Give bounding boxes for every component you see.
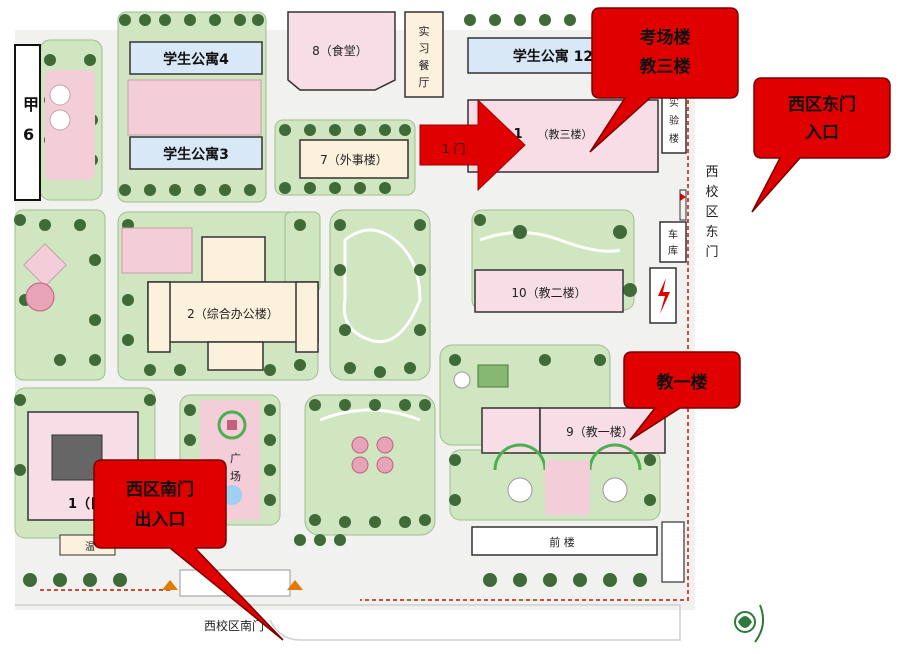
- building-lab[interactable]: 实 验 楼: [661, 87, 687, 154]
- building-dorm3[interactable]: 学生公寓3: [129, 136, 263, 170]
- east-gate-label: 西 校 区 东 门: [705, 165, 718, 260]
- building-jiao2[interactable]: 10（教二楼）: [474, 269, 624, 313]
- lab-b: 验: [669, 114, 679, 127]
- building-practice-restaurant[interactable]: 实 习 餐 厅: [404, 11, 444, 98]
- garage-b: 库: [668, 244, 678, 257]
- practice-a: 实: [419, 24, 430, 38]
- power-station[interactable]: [649, 267, 677, 324]
- building-canteen[interactable]: 8（食堂）: [287, 11, 396, 91]
- building-jia6-label-a: 甲: [23, 95, 39, 114]
- building-jiao3-num: 1: [513, 127, 522, 142]
- east-gate-char-4: 门: [705, 245, 718, 260]
- building-admin-label: 2（综合办公楼）: [187, 306, 279, 321]
- building-jia6-label-b: 6: [23, 125, 34, 144]
- parking-lot: [127, 79, 262, 136]
- callout-east-line2: 入口: [805, 123, 839, 143]
- east-gate-marker-icon: [680, 193, 686, 201]
- building-qian[interactable]: 前 楼: [471, 526, 658, 556]
- building-jiao2-label: 10（教二楼）: [511, 285, 586, 300]
- emblem-icon: [734, 604, 765, 643]
- callout-south-gate: 西区南门 出入口: [93, 459, 284, 641]
- arrow-label: 1 门: [442, 141, 465, 156]
- south-road: [15, 604, 681, 641]
- practice-b: 习: [419, 42, 430, 55]
- building-wen-label: 温: [85, 541, 95, 553]
- building-jiao3-label: （教三楼）: [538, 127, 593, 141]
- callout-exam-building: 考场楼 教三楼: [589, 7, 739, 153]
- building-jia6[interactable]: 甲 6: [14, 44, 41, 201]
- entrance-arrow: 1 门: [419, 98, 526, 192]
- callout-south-line2: 出入口: [135, 509, 186, 530]
- plaza-label-a: 广: [230, 452, 241, 465]
- trees: [14, 14, 656, 587]
- practice-d: 厅: [419, 76, 430, 89]
- building-dorm12[interactable]: 学生公寓 12: [467, 37, 594, 74]
- lab-c: 楼: [669, 132, 679, 145]
- flower-garden: [351, 436, 394, 474]
- building-jiao1-label: 9（教一楼）: [566, 424, 634, 439]
- lightning-icon: [658, 278, 670, 314]
- building-qian-label: 前 楼: [549, 535, 575, 549]
- campus-boundary: [360, 100, 689, 601]
- south-gate-label: 西校区南门: [204, 618, 264, 633]
- building-dorm4[interactable]: 学生公寓4: [129, 41, 263, 75]
- garage-a: 车: [668, 228, 678, 241]
- east-gate-char-0: 西: [705, 165, 718, 180]
- callout-exam-line2: 教三楼: [639, 56, 691, 77]
- callout-exam-line1: 考场楼: [639, 27, 691, 48]
- callout-east-line1: 西区东门: [788, 94, 856, 115]
- east-gate-char-1: 校: [705, 184, 718, 200]
- east-gate-post: [679, 189, 687, 221]
- building-waishi-label: 7（外事楼）: [320, 152, 388, 167]
- lab-a: 实: [669, 96, 679, 109]
- east-gate-char-3: 东: [705, 225, 718, 240]
- building-jiao1[interactable]: 9（教一楼）: [481, 407, 666, 454]
- jia6-garden: [23, 70, 95, 312]
- jiao1-garden: [453, 364, 642, 515]
- callout-east-gate: 西区东门 入口: [751, 77, 891, 213]
- callout-jiao1-line1: 教一楼: [656, 372, 708, 393]
- building-garage[interactable]: 车 库: [659, 221, 687, 263]
- east-gate-char-2: 区: [705, 205, 718, 220]
- building-dorm3-label: 学生公寓3: [163, 146, 229, 163]
- garden-paths: [319, 228, 621, 422]
- practice-c: 餐: [419, 58, 430, 72]
- callout-south-line1: 西区南门: [126, 479, 194, 500]
- building-dorm12-label: 学生公寓 12: [513, 48, 593, 65]
- building-dorm4-label: 学生公寓4: [163, 51, 229, 68]
- building-admin[interactable]: 2（综合办公楼）: [147, 236, 319, 371]
- building-canteen-label: 8（食堂）: [312, 43, 368, 58]
- callout-jiao1: 教一楼: [623, 351, 741, 441]
- building-small-east[interactable]: [661, 521, 685, 583]
- plaza-label-b: 场: [230, 469, 241, 483]
- parking-lot-2: [121, 227, 193, 274]
- building-waishi[interactable]: 7（外事楼）: [299, 139, 409, 179]
